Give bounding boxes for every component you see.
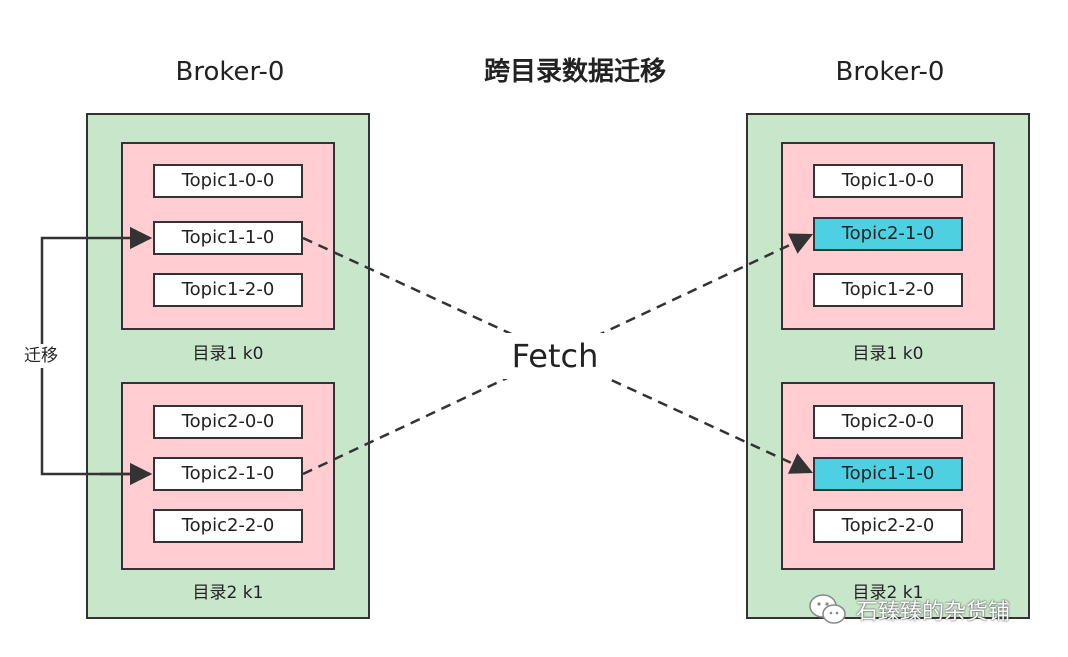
- left-dir1-partition-3: Topic1-2-0: [153, 273, 303, 307]
- left-broker-title: Broker-0: [175, 57, 285, 87]
- right-dir2-partition-3: Topic2-2-0: [813, 509, 963, 543]
- left-directory-1-label: 目录1 k0: [192, 344, 264, 364]
- fetch-label: Fetch: [500, 333, 610, 379]
- right-dir1-partition-2: Topic2-1-0: [813, 217, 963, 251]
- right-directory-1-label: 目录1 k0: [852, 344, 924, 364]
- right-directory-2-label: 目录2 k1: [852, 583, 924, 603]
- left-directory-2-label: 目录2 k1: [192, 583, 264, 603]
- left-dir1-partition-2: Topic1-1-0: [153, 221, 303, 255]
- right-broker-title: Broker-0: [835, 57, 945, 87]
- right-dir1-partition-1: Topic1-0-0: [813, 164, 963, 198]
- left-dir1-partition-1: Topic1-0-0: [153, 164, 303, 198]
- watermark: 石臻臻的杂货铺: [808, 588, 1048, 632]
- right-dir2-partition-1: Topic2-0-0: [813, 405, 963, 439]
- left-dir2-partition-3: Topic2-2-0: [153, 509, 303, 543]
- left-dir2-partition-2: Topic2-1-0: [153, 457, 303, 491]
- right-dir2-partition-2: Topic1-1-0: [813, 457, 963, 491]
- left-dir2-partition-1: Topic2-0-0: [153, 405, 303, 439]
- migrate-label: 迁移: [18, 344, 64, 368]
- right-dir1-partition-3: Topic1-2-0: [813, 273, 963, 307]
- diagram-title: 跨目录数据迁移: [483, 57, 666, 87]
- watermark-text: 石臻臻的杂货铺: [856, 600, 1011, 625]
- wechat-icon: [809, 594, 846, 624]
